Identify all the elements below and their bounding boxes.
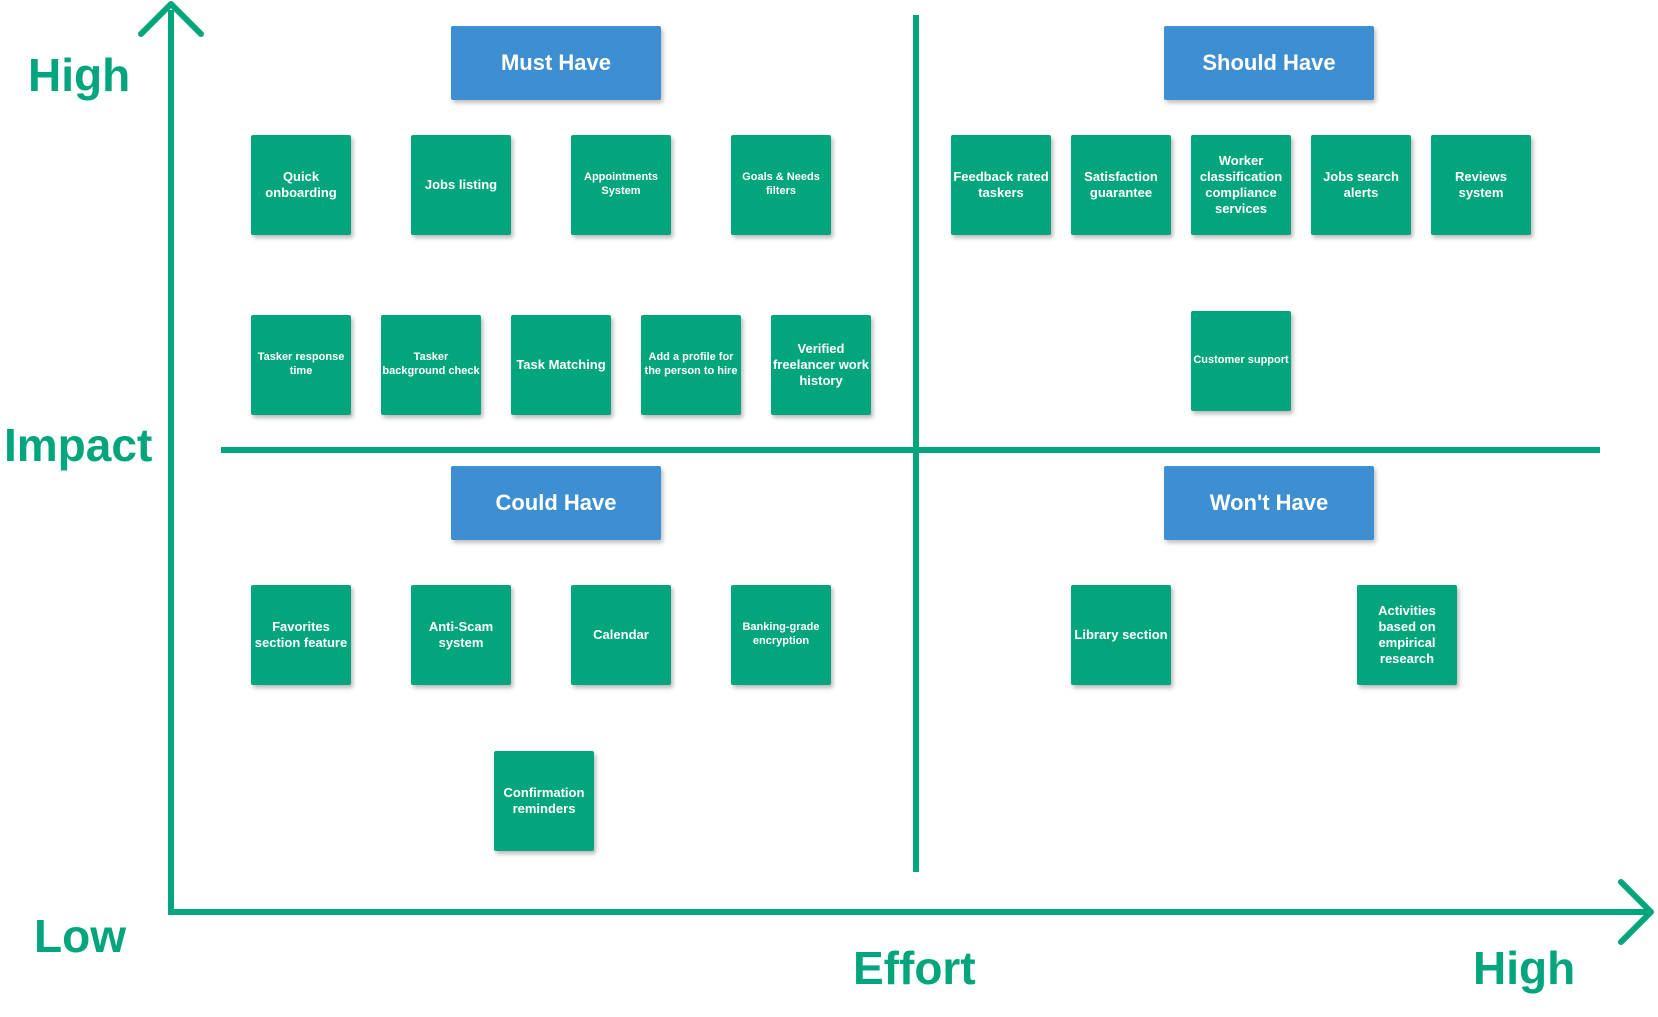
sticky-note: Banking-grade encryption bbox=[731, 585, 831, 685]
sticky-note: Jobs search alerts bbox=[1311, 135, 1411, 235]
sticky-label: Tasker background check bbox=[382, 351, 480, 377]
sticky-label: Worker classification compliance service… bbox=[1199, 152, 1283, 217]
could-have-header: Could Have bbox=[451, 466, 661, 540]
sticky-label: Activities based on empirical research bbox=[1378, 602, 1436, 667]
sticky-label: Confirmation reminders bbox=[503, 784, 585, 816]
sticky-label: Feedback rated taskers bbox=[953, 168, 1049, 200]
impact-axis-title: Impact bbox=[4, 419, 153, 471]
sticky-label: Jobs listing bbox=[424, 176, 498, 192]
sticky-label: Satisfaction guarantee bbox=[1084, 168, 1158, 200]
sticky-note: Library section bbox=[1071, 585, 1171, 685]
must-have-header: Must Have bbox=[451, 26, 661, 100]
sticky-note: Reviews system bbox=[1431, 135, 1531, 235]
sticky-label: Task Matching bbox=[516, 356, 606, 372]
sticky-label: Calendar bbox=[593, 626, 649, 642]
sticky-label: Library section bbox=[1074, 626, 1168, 642]
impact-high-label: High bbox=[28, 49, 131, 101]
impact-axis-arrowhead bbox=[138, 1, 204, 37]
sticky-label: Appointments System bbox=[584, 171, 658, 197]
sticky-note: Task Matching bbox=[511, 315, 611, 415]
sticky-note: Verified freelancer work history bbox=[771, 315, 871, 415]
sticky-note: Feedback rated taskers bbox=[951, 135, 1051, 235]
sticky-note: Favorites section feature bbox=[251, 585, 351, 685]
sticky-note: Jobs listing bbox=[411, 135, 511, 235]
sticky-note: Appointments System bbox=[571, 135, 671, 235]
sticky-note: Satisfaction guarantee bbox=[1071, 135, 1171, 235]
sticky-label: Anti-Scam system bbox=[428, 618, 494, 650]
sticky-label: Favorites section feature bbox=[254, 618, 348, 650]
sticky-note: Customer support bbox=[1191, 311, 1291, 411]
sticky-label: Goals & Needs filters bbox=[742, 171, 820, 197]
sticky-label: Add a profile for the person to hire bbox=[644, 351, 738, 377]
sticky-label: Verified freelancer work history bbox=[772, 340, 870, 389]
sticky-note: Tasker response time bbox=[251, 315, 351, 415]
sticky-note: Worker classification compliance service… bbox=[1191, 135, 1291, 235]
impact-low-label: Low bbox=[34, 910, 126, 962]
sticky-note: Quick onboarding bbox=[251, 135, 351, 235]
sticky-label: Banking-grade encryption bbox=[742, 621, 820, 647]
effort-high-label: High bbox=[1473, 942, 1576, 994]
sticky-note: Anti-Scam system bbox=[411, 585, 511, 685]
effort-axis-arrowhead bbox=[1618, 879, 1654, 945]
sticky-note: Add a profile for the person to hire bbox=[641, 315, 741, 415]
sticky-label: Reviews system bbox=[1454, 168, 1508, 200]
should-have-header: Should Have bbox=[1164, 26, 1374, 100]
wont-have-header: Won't Have bbox=[1164, 466, 1374, 540]
sticky-note: Goals & Needs filters bbox=[731, 135, 831, 235]
sticky-label: Jobs search alerts bbox=[1323, 168, 1399, 200]
sticky-note: Confirmation reminders bbox=[494, 751, 594, 851]
sticky-note: Tasker background check bbox=[381, 315, 481, 415]
sticky-note: Activities based on empirical research bbox=[1357, 585, 1457, 685]
effort-axis-title: Effort bbox=[853, 942, 976, 994]
sticky-label: Quick onboarding bbox=[265, 168, 337, 200]
sticky-label: Customer support bbox=[1193, 354, 1289, 367]
sticky-label: Tasker response time bbox=[257, 351, 345, 377]
sticky-note: Calendar bbox=[571, 585, 671, 685]
